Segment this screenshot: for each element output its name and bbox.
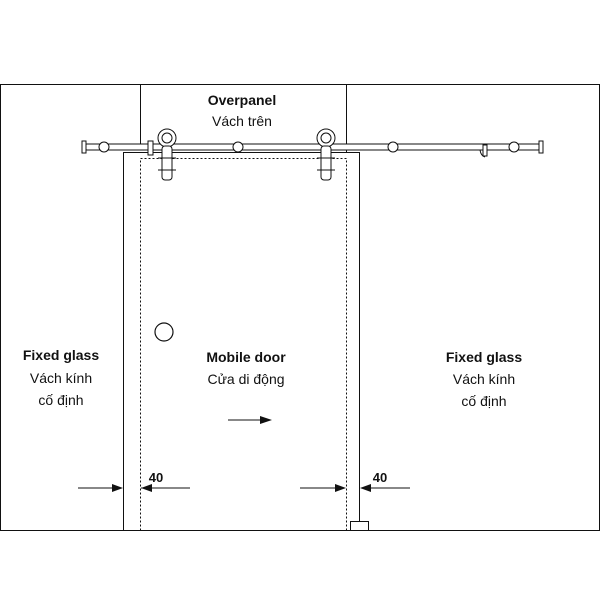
- fixed-left-line1: Vách kính: [30, 370, 92, 386]
- dimension-right: [300, 484, 410, 492]
- rail-stop-left: [147, 140, 154, 156]
- floor-guide: [350, 521, 369, 531]
- mobile-door-line1: Cửa di động: [207, 371, 284, 387]
- door-opening-outline: [140, 158, 347, 531]
- fixed-left-line2: cố định: [38, 392, 83, 408]
- fixed-right-title: Fixed glass: [446, 349, 522, 365]
- roller-hanger-right: [316, 128, 336, 181]
- dimension-left-value: 40: [149, 470, 163, 485]
- rail-stop-right: [482, 144, 488, 157]
- fixed-right-line2: cố định: [461, 393, 506, 409]
- rail-standoff-1: [98, 141, 110, 153]
- arrow-right-icon: [228, 416, 272, 424]
- roller-hanger-left: [157, 128, 177, 181]
- sliding-track-rail: [81, 140, 544, 154]
- overpanel-title: Overpanel: [208, 92, 276, 108]
- rail-standoff-3: [387, 141, 399, 153]
- overpanel-subtitle: Vách trên: [212, 113, 272, 129]
- dimension-right-value: 40: [373, 470, 387, 485]
- rail-standoff-2: [232, 141, 244, 153]
- circle-handle-icon: [154, 322, 174, 342]
- dimension-left: [78, 484, 190, 492]
- fixed-left-title: Fixed glass: [23, 347, 99, 363]
- fixed-right-line1: Vách kính: [453, 371, 515, 387]
- mobile-door-title: Mobile door: [206, 349, 286, 365]
- rail-standoff-4: [508, 141, 520, 153]
